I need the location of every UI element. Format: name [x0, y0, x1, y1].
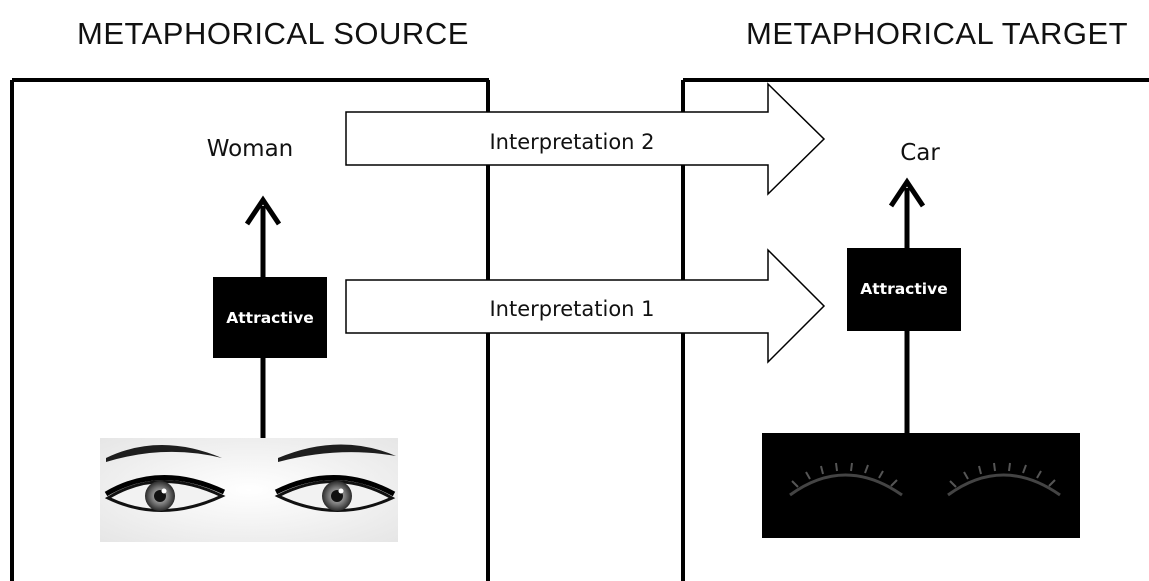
- source-top-label: Woman: [207, 136, 294, 162]
- interpretation-1-arrow: [345, 248, 826, 364]
- interpretation-2-label: Interpretation 2: [489, 130, 654, 154]
- target-attractive-box: [847, 248, 961, 331]
- eyes-photo-icon: [100, 438, 398, 542]
- interpretation-2-arrow: [345, 82, 826, 196]
- car-headlights-icon: [762, 433, 1080, 538]
- target-attractive-label: Attractive: [860, 280, 947, 298]
- source-heading: METAPHORICAL SOURCE: [77, 16, 469, 51]
- target-heading: METAPHORICAL TARGET: [746, 16, 1129, 51]
- target-top-label: Car: [900, 140, 940, 166]
- interpretation-1-label: Interpretation 1: [489, 297, 654, 321]
- source-attractive-box: [213, 277, 327, 358]
- source-attractive-label: Attractive: [226, 309, 313, 327]
